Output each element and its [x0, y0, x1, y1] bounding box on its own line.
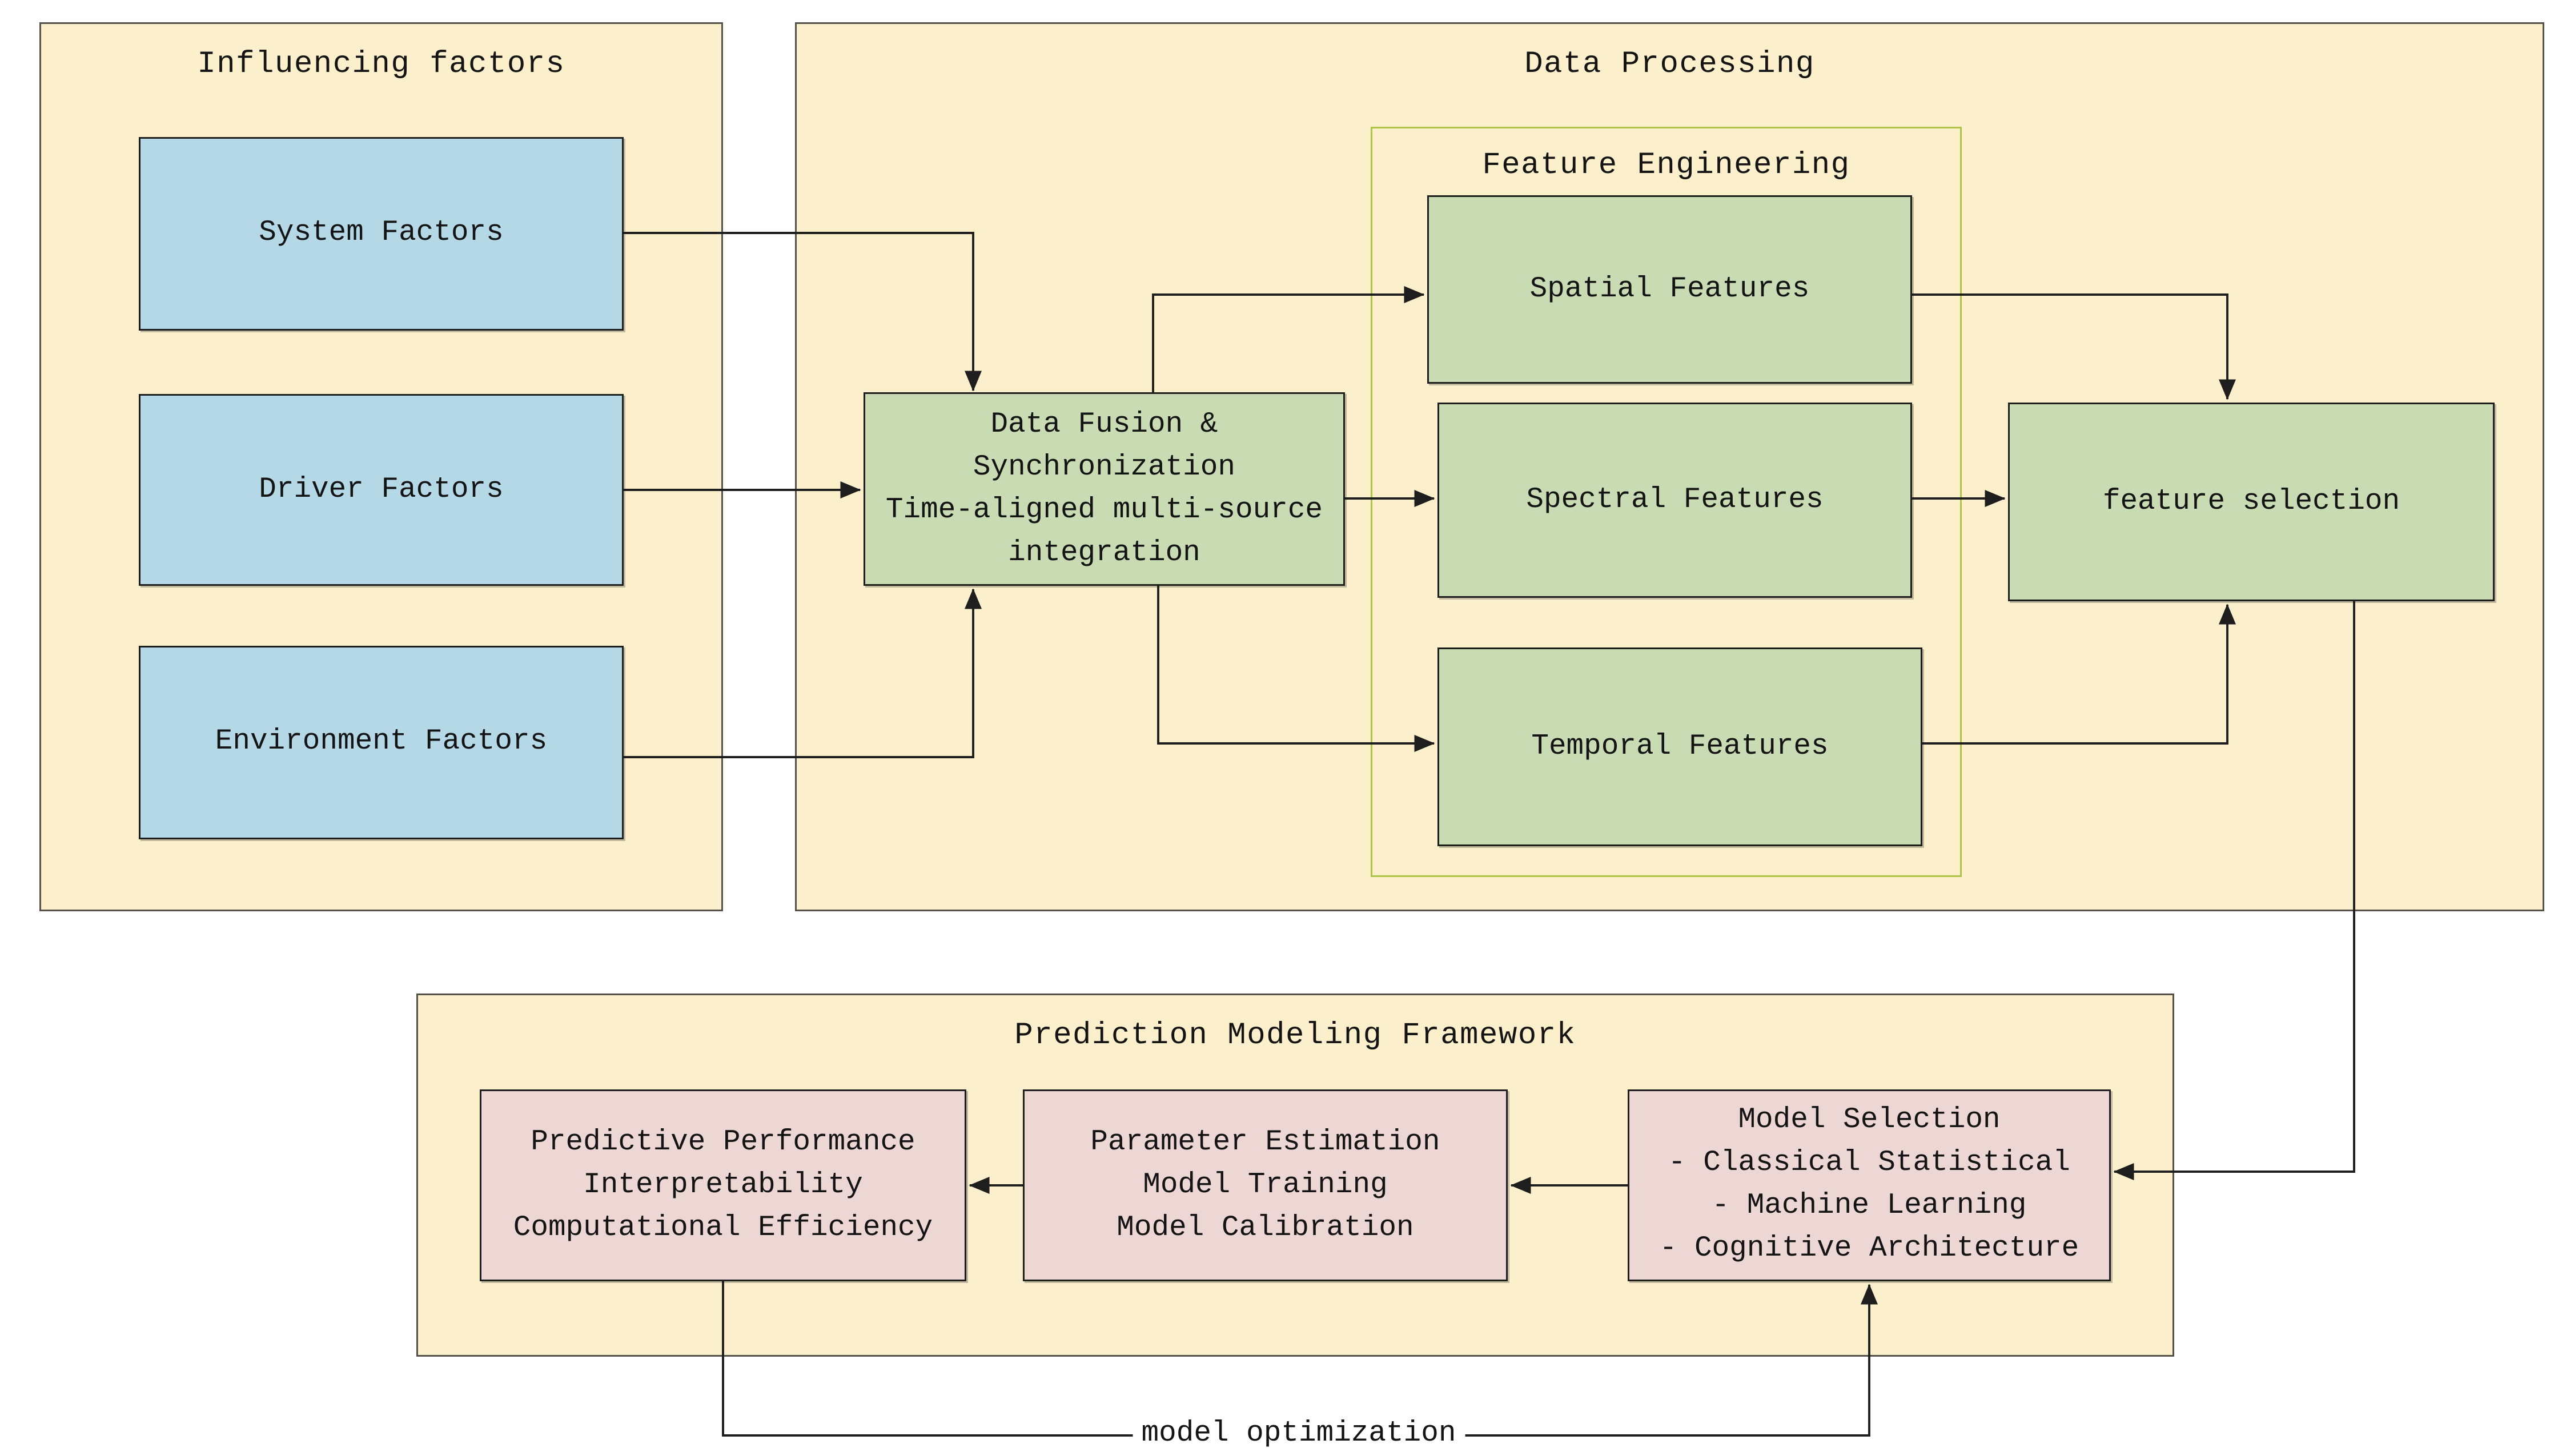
node-parameter-estimation: Parameter Estimation Model Training Mode… — [1023, 1089, 1508, 1281]
model-optimization-label: model optimization — [1133, 1418, 1465, 1453]
data-processing-title: Data Processing — [1524, 48, 1815, 82]
node-predictive-performance: Predictive Performance Interpretability … — [480, 1089, 966, 1281]
node-data-fusion: Data Fusion & Synchronization Time-align… — [864, 392, 1345, 586]
feature-engineering-title: Feature Engineering — [1482, 149, 1850, 183]
node-system-factors: System Factors — [139, 137, 624, 331]
node-feature-selection: feature selection — [2008, 403, 2495, 601]
node-environment-factors: Environment Factors — [139, 646, 624, 839]
node-spectral-features: Spectral Features — [1437, 403, 1912, 598]
prediction-modeling-framework-title: Prediction Modeling Framework — [1014, 1019, 1576, 1053]
group-feature-engineering: Feature Engineering — [1371, 127, 1962, 877]
node-driver-factors: Driver Factors — [139, 394, 624, 586]
node-temporal-features: Temporal Features — [1437, 647, 1922, 846]
node-spatial-features: Spatial Features — [1427, 195, 1912, 384]
node-model-selection: Model Selection - Classical Statistical … — [1628, 1089, 2111, 1281]
influencing-factors-title: Influencing factors — [197, 48, 565, 82]
